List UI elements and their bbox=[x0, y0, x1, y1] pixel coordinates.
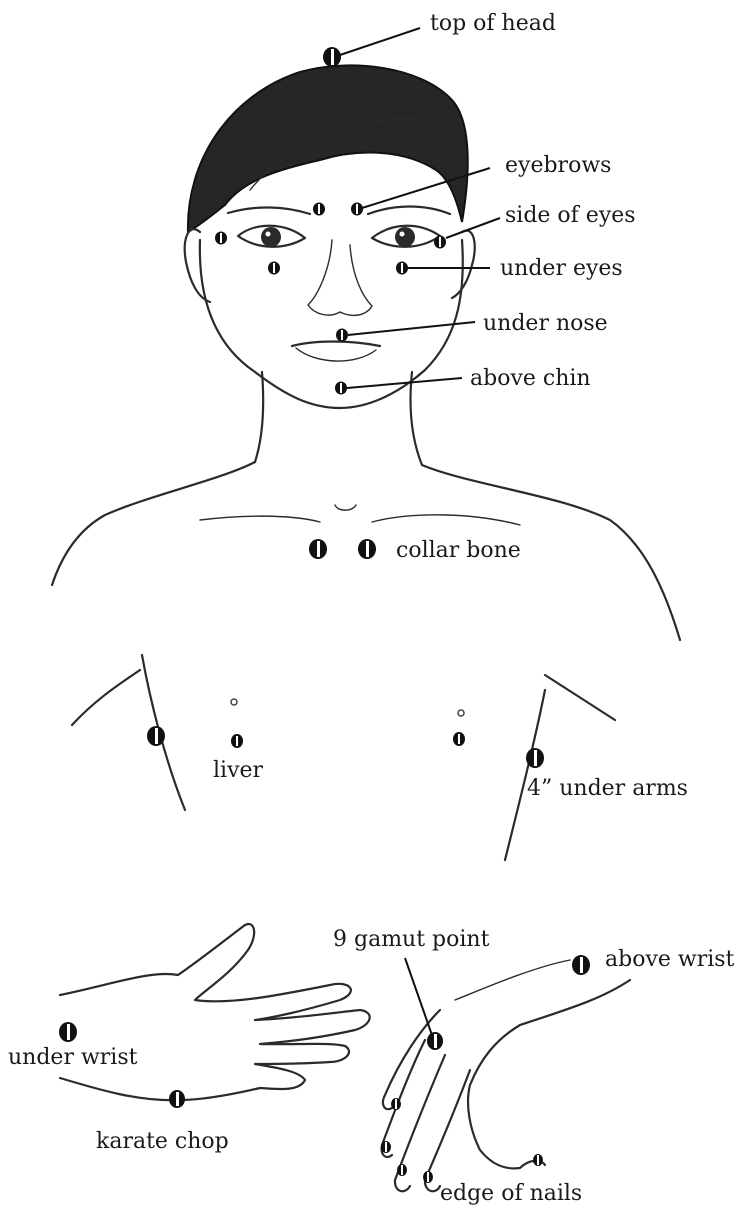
label-under-wrist: under wrist bbox=[8, 1045, 138, 1070]
neck-right bbox=[410, 372, 422, 465]
left-collarbone bbox=[200, 516, 320, 522]
label-edge-of-nails: edge of nails bbox=[440, 1181, 582, 1206]
point-labels: top of head eyebrows side of eyes under … bbox=[8, 11, 735, 1206]
label-collar-bone: collar bone bbox=[396, 538, 521, 563]
point-above-wrist bbox=[572, 955, 590, 975]
point-under-eye-right bbox=[396, 262, 408, 275]
right-eyebrow bbox=[368, 207, 450, 215]
neck-left bbox=[255, 372, 263, 462]
right-eye bbox=[372, 226, 440, 247]
leader-under-nose bbox=[348, 322, 475, 335]
right-torso-side bbox=[505, 690, 545, 860]
face-outline bbox=[200, 240, 463, 408]
point-above-chin bbox=[335, 382, 347, 395]
left-nipple bbox=[231, 699, 237, 705]
leader-gamut bbox=[405, 958, 433, 1038]
point-under-wrist bbox=[59, 1022, 77, 1042]
point-eyebrow-right bbox=[351, 203, 363, 216]
label-under-nose: under nose bbox=[483, 311, 608, 336]
point-nail-3 bbox=[397, 1164, 407, 1176]
label-under-eyes: under eyes bbox=[500, 256, 623, 281]
point-karate-chop bbox=[169, 1090, 185, 1108]
nose bbox=[308, 240, 372, 315]
label-under-arms: 4” under arms bbox=[527, 776, 688, 801]
label-liver: liver bbox=[213, 758, 264, 783]
sternum-notch bbox=[335, 505, 356, 510]
right-hand bbox=[468, 980, 630, 1168]
right-nipple bbox=[458, 710, 464, 716]
point-nail-2 bbox=[381, 1141, 391, 1153]
label-eyebrows: eyebrows bbox=[505, 153, 611, 178]
point-under-nose bbox=[336, 329, 348, 342]
point-side-of-eye-right bbox=[434, 236, 446, 249]
mouth bbox=[292, 342, 380, 347]
right-collarbone bbox=[372, 515, 520, 525]
point-nail-5 bbox=[533, 1154, 543, 1166]
label-above-wrist: above wrist bbox=[605, 947, 735, 972]
point-collar-bone-right bbox=[358, 539, 376, 559]
left-eye bbox=[238, 226, 305, 247]
leader-lines bbox=[340, 28, 500, 1038]
label-above-chin: above chin bbox=[470, 366, 591, 391]
point-top-of-head bbox=[323, 47, 341, 67]
point-liver-right bbox=[453, 732, 465, 746]
left-shoulder bbox=[52, 462, 255, 585]
point-nail-1 bbox=[391, 1098, 401, 1110]
point-gamut bbox=[427, 1032, 443, 1050]
label-karate-chop: karate chop bbox=[96, 1129, 229, 1154]
point-under-arm-right bbox=[526, 748, 544, 768]
left-hand bbox=[60, 924, 370, 1100]
point-collar-bone-left bbox=[309, 539, 327, 559]
point-side-of-eye-left bbox=[215, 232, 227, 245]
left-armpit bbox=[72, 670, 140, 725]
label-top-of-head: top of head bbox=[430, 11, 556, 36]
figure-sketch bbox=[52, 65, 680, 1191]
point-under-eye-left bbox=[268, 262, 280, 275]
leader-top-of-head bbox=[340, 28, 420, 55]
label-gamut-point: 9 gamut point bbox=[333, 927, 490, 952]
left-ear bbox=[185, 229, 210, 302]
leader-eyebrows bbox=[362, 168, 490, 208]
point-eyebrow-left bbox=[313, 203, 325, 216]
left-eyebrow bbox=[228, 207, 310, 214]
right-armpit bbox=[545, 675, 615, 720]
point-liver-left bbox=[231, 734, 243, 748]
point-under-arm-left bbox=[147, 726, 165, 746]
label-side-of-eyes: side of eyes bbox=[505, 203, 636, 228]
point-nail-4 bbox=[423, 1171, 433, 1183]
